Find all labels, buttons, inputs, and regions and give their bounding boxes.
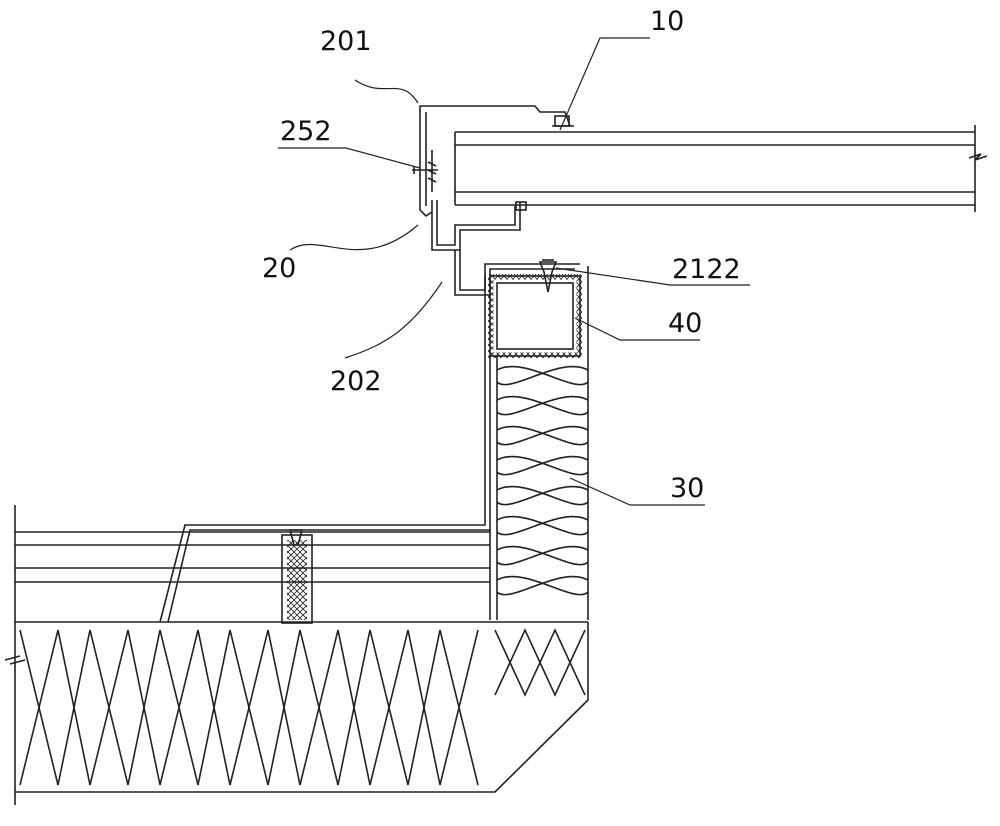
screw-2122	[538, 259, 558, 293]
label-40: 40	[668, 308, 702, 339]
label-252: 252	[280, 116, 332, 147]
label-202: 202	[330, 366, 382, 397]
tube-40	[488, 274, 582, 358]
label-10: 10	[650, 6, 684, 37]
support-post	[281, 529, 313, 624]
label-2122: 2122	[672, 254, 741, 285]
label-20: 20	[262, 253, 296, 284]
profile-20	[419, 105, 580, 296]
screw-252	[412, 150, 438, 192]
leader-lines	[278, 37, 750, 506]
insulation-30	[489, 266, 589, 620]
panel-10	[454, 125, 988, 212]
label-30: 30	[670, 473, 704, 504]
label-201: 201	[320, 26, 372, 57]
bottom-insulation	[15, 621, 589, 793]
lower-panel	[4, 276, 490, 805]
